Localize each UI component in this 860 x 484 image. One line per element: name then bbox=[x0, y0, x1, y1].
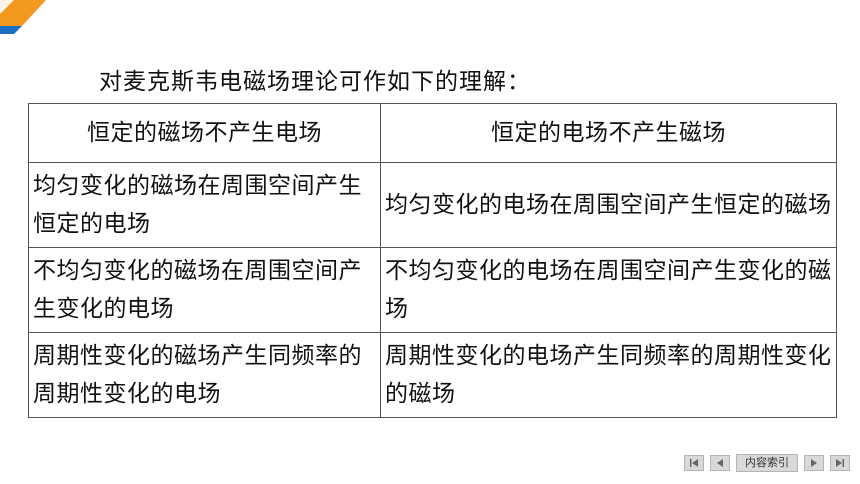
last-page-button[interactable] bbox=[830, 455, 850, 471]
header-cell-electric: 恒定的电场不产生磁场 bbox=[380, 103, 837, 163]
theory-table: 恒定的磁场不产生电场 恒定的电场不产生磁场 均匀变化的磁场在周围空间产生恒定的电… bbox=[28, 103, 837, 418]
table-cell: 周期性变化的磁场产生同频率的周期性变化的电场 bbox=[28, 332, 381, 418]
table-header-row: 恒定的磁场不产生电场 恒定的电场不产生磁场 bbox=[28, 103, 837, 163]
corner-decoration bbox=[0, 0, 46, 34]
table-cell: 均匀变化的电场在周围空间产生恒定的磁场 bbox=[380, 162, 837, 248]
content-index-button[interactable]: 内容索引 bbox=[736, 454, 798, 472]
table-cell: 均匀变化的磁场在周围空间产生恒定的电场 bbox=[28, 162, 381, 248]
table-row: 周期性变化的磁场产生同频率的周期性变化的电场 周期性变化的电场产生同频率的周期性… bbox=[28, 332, 837, 418]
table-cell: 不均匀变化的磁场在周围空间产生变化的电场 bbox=[28, 247, 381, 333]
first-page-button[interactable] bbox=[684, 455, 704, 471]
table-cell: 周期性变化的电场产生同频率的周期性变化的磁场 bbox=[380, 332, 837, 418]
page-navigation: 内容索引 bbox=[684, 454, 850, 472]
intro-text: 对麦克斯韦电磁场理论可作如下的理解： bbox=[99, 69, 531, 95]
prev-page-button[interactable] bbox=[710, 455, 730, 471]
last-page-icon bbox=[836, 459, 844, 467]
table-row: 不均匀变化的磁场在周围空间产生变化的电场 不均匀变化的电场在周围空间产生变化的磁… bbox=[28, 247, 837, 333]
table-cell: 不均匀变化的电场在周围空间产生变化的磁场 bbox=[380, 247, 837, 333]
prev-page-icon bbox=[717, 459, 723, 467]
table-row: 均匀变化的磁场在周围空间产生恒定的电场 均匀变化的电场在周围空间产生恒定的磁场 bbox=[28, 162, 837, 248]
next-page-icon bbox=[811, 459, 817, 467]
header-cell-magnetic: 恒定的磁场不产生电场 bbox=[28, 103, 381, 163]
first-page-icon bbox=[690, 459, 698, 467]
next-page-button[interactable] bbox=[804, 455, 824, 471]
